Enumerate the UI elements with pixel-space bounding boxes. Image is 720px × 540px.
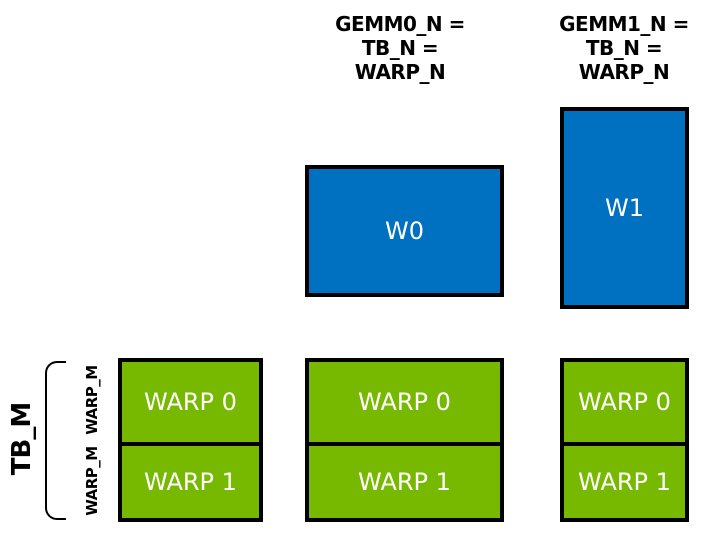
blue-box-w1: W1 <box>560 107 689 309</box>
gemm1-label-line3: WARP_N <box>578 60 670 84</box>
warp-block-middle-row1: WARP 1 <box>305 442 504 522</box>
warp-block-right-row0: WARP 0 <box>560 358 689 446</box>
warp-block-right-row1-label: WARP 1 <box>578 468 671 496</box>
gemm1-label-line1: GEMM1_N = <box>559 12 689 36</box>
gemm0-label-line3: WARP_N <box>354 60 446 84</box>
warp-m-upper-label: WARP_M <box>83 365 101 435</box>
warp-block-left-row1-label: WARP 1 <box>144 468 237 496</box>
warp-block-right: WARP 0 WARP 1 <box>560 358 689 522</box>
warp-block-middle: WARP 0 WARP 1 <box>305 358 504 522</box>
blue-box-w0: W0 <box>305 165 504 297</box>
tb-m-bracket <box>45 361 66 520</box>
warp-block-middle-row1-label: WARP 1 <box>358 468 451 496</box>
warp-block-left-row0-label: WARP 0 <box>144 388 237 416</box>
warp-block-right-row0-label: WARP 0 <box>578 388 671 416</box>
warp-block-middle-row0-label: WARP 0 <box>358 388 451 416</box>
blue-box-w0-label: W0 <box>385 217 424 245</box>
gemm0-dimension-label: GEMM0_N = TB_N = WARP_N <box>290 12 510 84</box>
warp-block-middle-row0: WARP 0 <box>305 358 504 446</box>
warp-block-left-row1: WARP 1 <box>118 442 263 522</box>
warp-block-right-row1: WARP 1 <box>560 442 689 522</box>
gemm0-label-line2: TB_N = <box>361 36 439 60</box>
warp-block-left: WARP 0 WARP 1 <box>118 358 263 522</box>
warp-m-lower-label: WARP_M <box>83 446 101 516</box>
blue-box-w1-label: W1 <box>605 194 644 222</box>
tb-m-label: TB_M <box>7 402 37 476</box>
gemm0-label-line1: GEMM0_N = <box>335 12 465 36</box>
gemm1-label-line2: TB_N = <box>585 36 663 60</box>
gemm1-dimension-label: GEMM1_N = TB_N = WARP_N <box>514 12 720 84</box>
warp-block-left-row0: WARP 0 <box>118 358 263 446</box>
